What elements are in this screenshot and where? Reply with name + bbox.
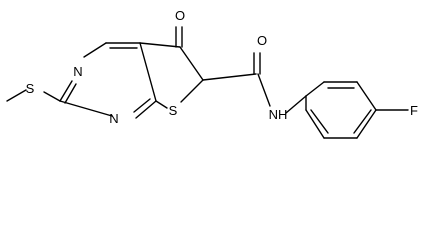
bond-n-aryl [285,95,307,114]
atom-f: F [410,103,418,118]
atom-o-amide: O [257,33,267,48]
atom-nh: NH [269,107,288,122]
bond-c2-n-top [59,80,73,102]
bond-c4a-c5 [139,42,181,48]
bond-aryl-double-b [353,109,372,134]
bond-c2-n-top-double [64,83,77,104]
atom-n-bottom: N [109,111,118,126]
bond-c7a-n-bottom-double [133,98,151,113]
bond-c7a-n-bottom [135,100,157,119]
bond-c5-c6 [179,46,204,81]
bond-s-c2 [43,91,61,102]
bond-c4a-c7a [139,42,157,102]
molecule-diagram: S N N S O O NH F [6,8,418,139]
bond-aryl-double-c [310,109,329,134]
atom-o-ketone: O [175,8,185,23]
bond-aryl-4 [356,109,377,139]
bond-n-bottom-c2 [59,100,113,117]
atom-s-methyl: S [26,81,35,96]
structure-canvas: S N N S O O NH F [6,8,418,139]
bond-camide-n [257,73,271,107]
bond-n-top-c4 [83,42,107,58]
bond-aryl-3 [356,81,377,111]
bond-aryl-6 [305,109,325,139]
bond-aryl-1 [305,81,325,97]
bond-c6-camide [202,73,257,81]
atom-s-ring: S [169,103,178,118]
atom-n-top: N [73,64,82,79]
bond-c6-s [180,79,204,103]
bond-methyl-s [6,89,27,102]
bond-s-c7a [155,100,168,109]
